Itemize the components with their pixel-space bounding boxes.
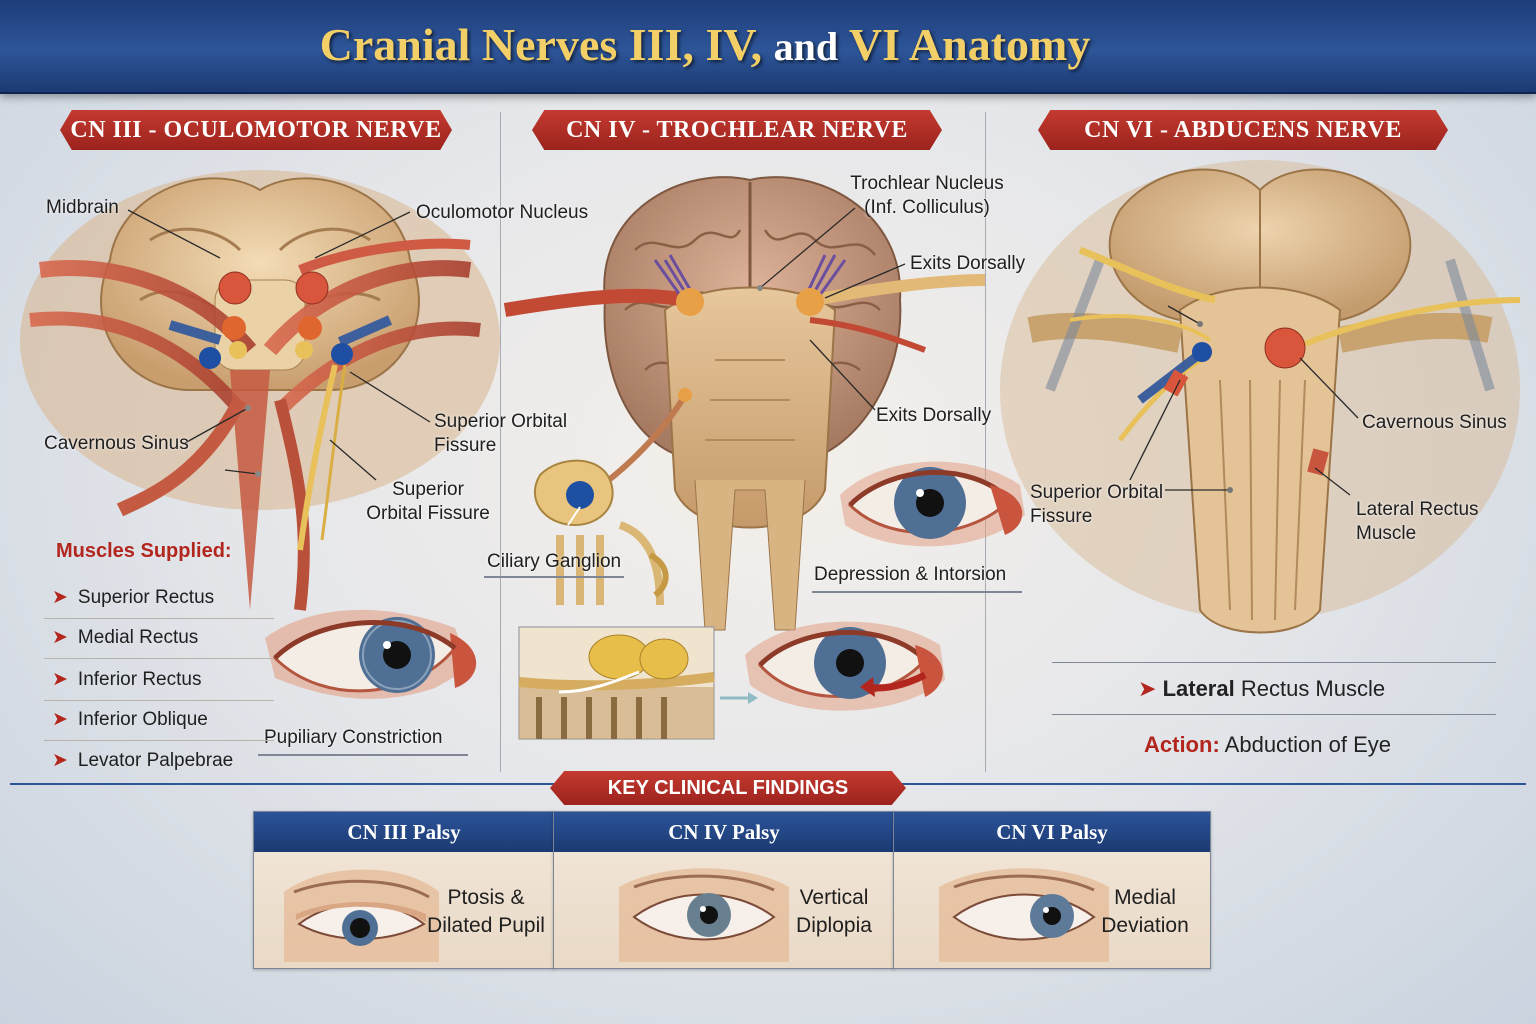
title-part3: VI Anatomy [848, 19, 1091, 70]
underline-depression [812, 591, 1022, 593]
cn6-action-line: Action: Abduction of Eye [1144, 732, 1392, 757]
label-sof-cn3-b: Superior Orbital Fissure [366, 479, 490, 524]
label-depression-intorsion: Depression & Intorsion [814, 564, 1007, 585]
muscle-item: ➤Superior Rectus [44, 578, 274, 619]
cn3-illustration [20, 170, 500, 611]
muscle-item: ➤Medial Rectus [44, 618, 274, 659]
panel-title: CN VI Palsy [894, 812, 1210, 852]
arrow-right-icon: ➤ [52, 669, 68, 690]
cn4-trochlea-inset [518, 626, 715, 740]
panel-cn3-palsy: CN III Palsy Ptosis & Dilated Pupil [253, 811, 555, 969]
title-part1: Cranial Nerves III, IV, [319, 19, 763, 70]
eye-ptosis-illustration [284, 869, 439, 962]
arrow-right-icon [720, 692, 758, 704]
cn4-eye-top [840, 461, 1025, 547]
label-cavernous-sinus-cn3: Cavernous Sinus [44, 433, 189, 454]
underline-ciliary [484, 576, 624, 578]
panel-desc: Vertical Diplopia [796, 886, 872, 937]
panel-cn6-palsy: CN VI Palsy Medial Deviation [893, 811, 1211, 969]
arrow-right-icon: ➤ [52, 627, 68, 648]
banner-cn4: CN IV - TROCHLEAR NERVE [532, 110, 942, 150]
cn3-eye-illustration [265, 609, 477, 699]
eye-medial-deviation-illustration [939, 868, 1109, 962]
label-pupillary-constriction: Pupiliary Constriction [264, 727, 443, 748]
cn6-divider-mid [1052, 714, 1496, 715]
arrow-right-icon: ➤ [52, 587, 68, 608]
panel-desc: Medial Deviation [1101, 886, 1189, 937]
muscle-item: ➤Inferior Rectus [44, 660, 274, 701]
underline-pupillary [258, 754, 468, 756]
label-sof-cn3-a: Superior Orbital Fissure [434, 411, 568, 456]
divider-left [500, 112, 501, 772]
label-midbrain: Midbrain [46, 197, 119, 218]
divider-right [985, 112, 986, 772]
key-clinical-findings-banner: KEY CLINICAL FINDINGS [550, 771, 906, 805]
cn6-divider-top [1052, 662, 1496, 663]
label-ciliary-ganglion: Ciliary Ganglion [487, 551, 622, 572]
banner-cn3: CN III - OCULOMOTOR NERVE [60, 110, 452, 150]
label-cavernous-sinus-cn6: Cavernous Sinus [1362, 412, 1507, 433]
label-oculomotor-nucleus: Oculomotor Nucleus [416, 202, 589, 223]
panel-desc: Ptosis & Dilated Pupil [427, 886, 545, 937]
arrow-right-icon: ➤ [52, 750, 68, 771]
banner-cn6: CN VI - ABDUCENS NERVE [1038, 110, 1448, 150]
muscles-supplied-title: Muscles Supplied: [56, 540, 232, 562]
panel-title: CN IV Palsy [554, 812, 894, 852]
ciliary-ganglion-illustration [534, 459, 669, 606]
label-lateral-rectus-muscle: Lateral Rectus Muscle [1356, 499, 1479, 544]
title-bar: Cranial Nerves III, IV, and VI Anatomy [0, 0, 1536, 94]
page-title: Cranial Nerves III, IV, and VI Anatomy [0, 18, 1410, 71]
cn4-illustration [503, 176, 986, 631]
cn6-muscle-line: ➤ Lateral Rectus Muscle [1138, 676, 1386, 701]
arrow-right-icon: ➤ [52, 709, 68, 730]
muscle-item: ➤Inferior Oblique [44, 700, 274, 741]
panel-title: CN III Palsy [254, 812, 554, 852]
cn6-illustration [1000, 160, 1521, 634]
cn4-eye-bottom [745, 621, 945, 711]
panel-cn4-palsy: CN IV Palsy Vertical Diplopia [553, 811, 895, 969]
label-exits-dorsally-2: Exits Dorsally [876, 405, 992, 426]
arrow-right-icon: ➤ [1138, 676, 1157, 701]
muscle-item: ➤Levator Palpebrae [52, 750, 234, 771]
eye-vertical-diplopia-illustration [619, 868, 789, 962]
label-exits-dorsally-1: Exits Dorsally [910, 253, 1026, 274]
title-part2: and [773, 24, 839, 69]
label-sof-cn6: Superior Orbital Fissure [1030, 482, 1164, 527]
label-trochlear-nucleus: Trochlear Nucleus (Inf. Colliculus) [850, 173, 1004, 218]
